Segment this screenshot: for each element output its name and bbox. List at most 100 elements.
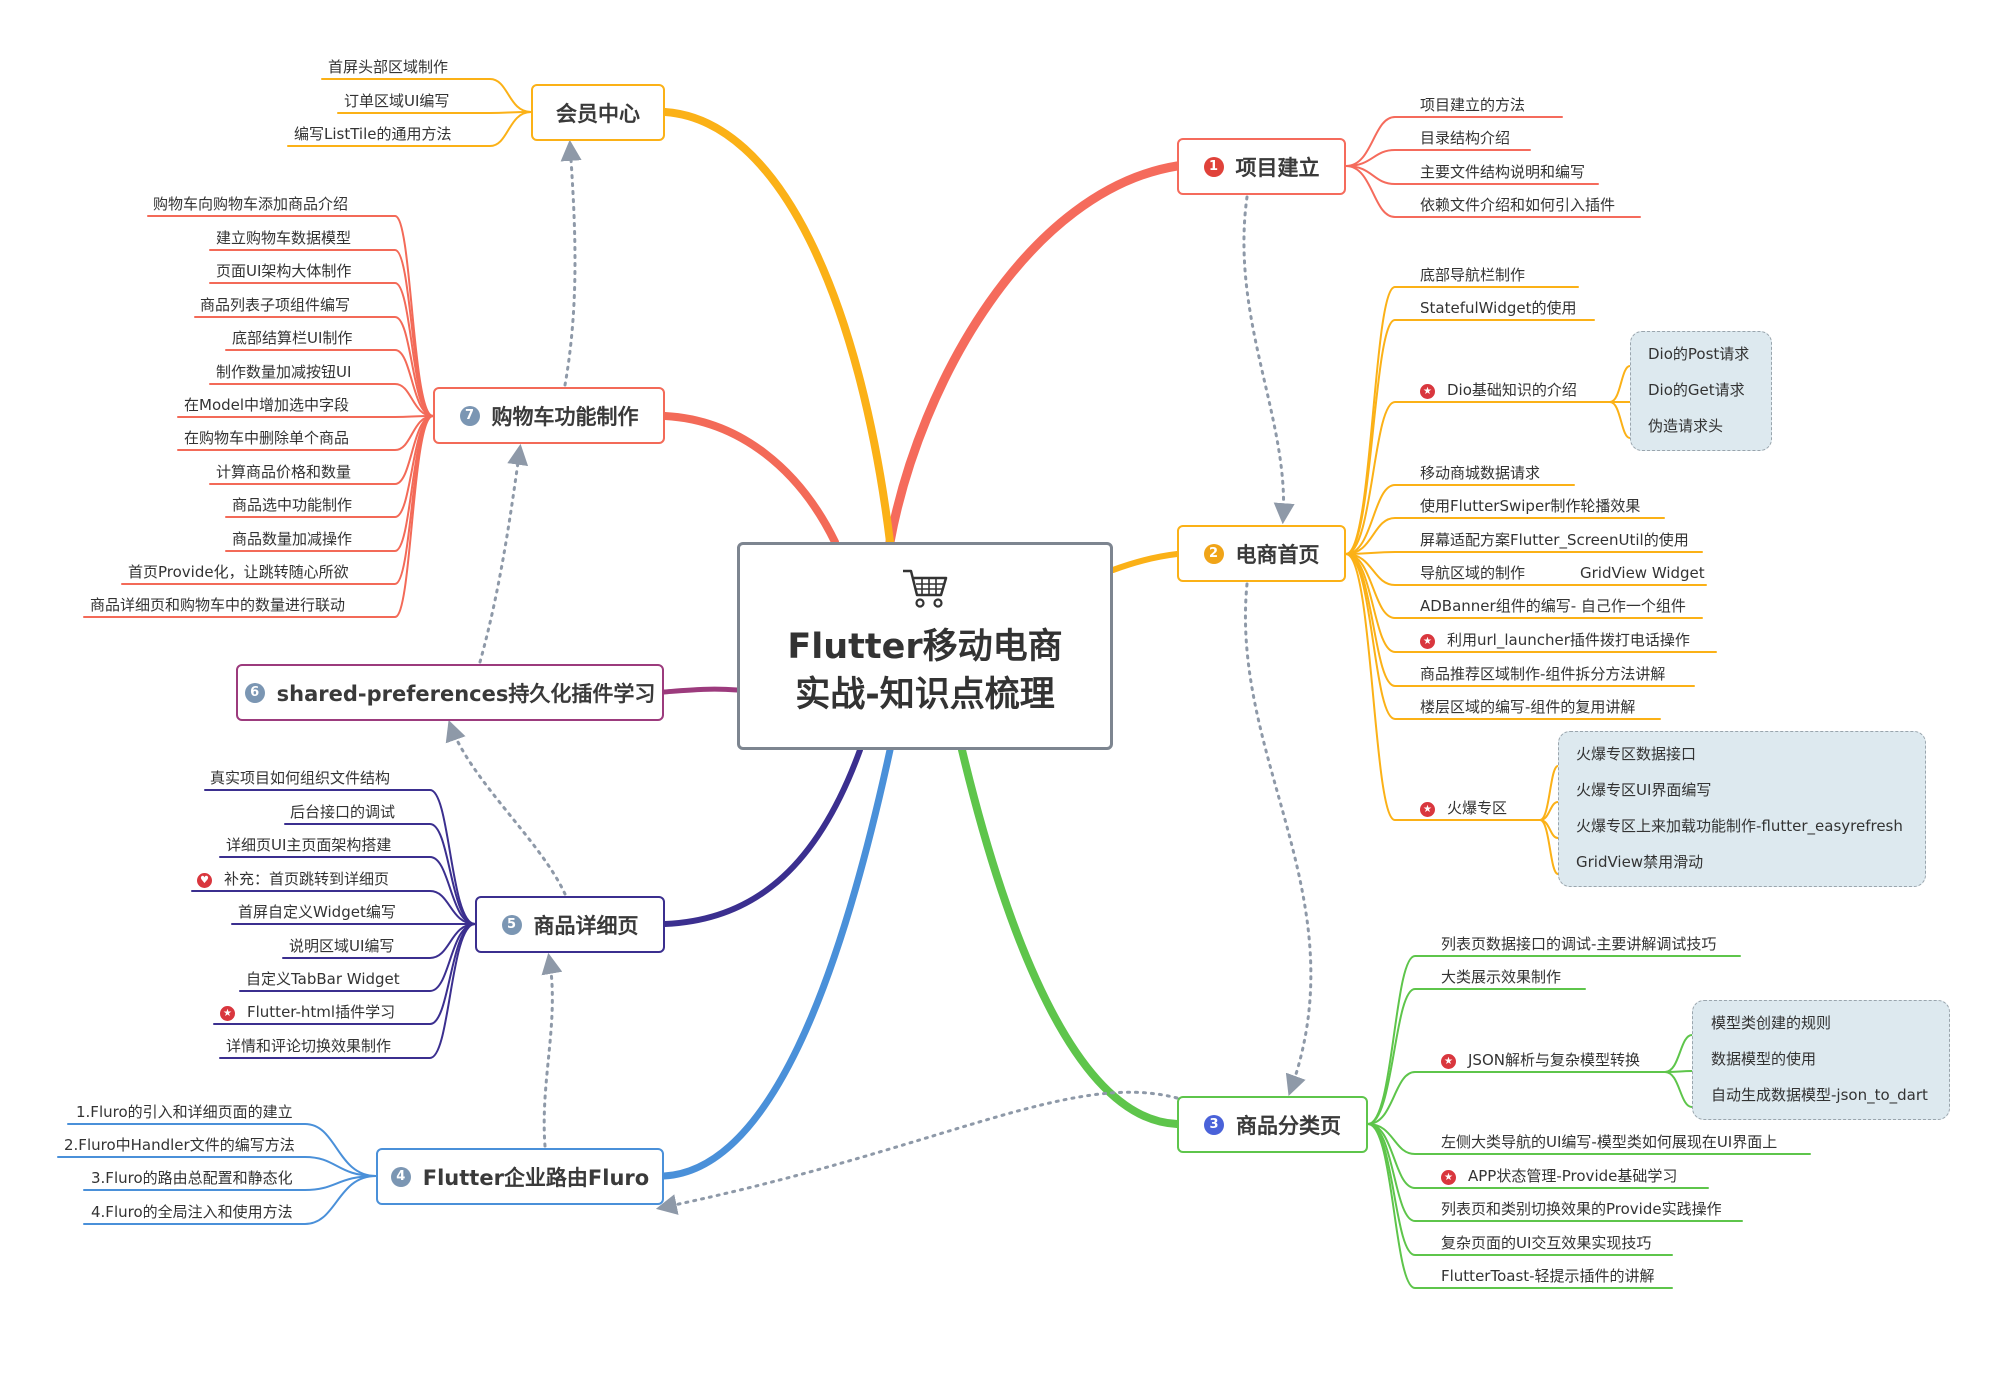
leaf-item-dio[interactable]: ★Dio基础知识的介绍 <box>1420 379 1577 401</box>
leaf-item[interactable]: 商品详细页和购物车中的数量进行联动 <box>90 596 346 614</box>
leaf-item[interactable]: 底部导航栏制作 <box>1420 266 1526 284</box>
leaf-item[interactable]: 大类展示效果制作 <box>1441 968 1562 986</box>
topic-product-detail[interactable]: 5 商品详细页 <box>475 896 665 953</box>
number-badge-3: 3 <box>1204 1114 1224 1135</box>
central-title-line1: Flutter移动电商 <box>787 627 1063 667</box>
leaf-item[interactable]: 说明区域UI编写 <box>289 937 395 955</box>
leaf-item[interactable]: 自动生成数据模型-json_to_dart <box>1711 1086 1928 1104</box>
leaf-item[interactable]: GridView禁用滑动 <box>1576 853 1704 871</box>
leaf-connector <box>1664 1071 1943 1108</box>
topic-shopping-cart[interactable]: 7 购物车功能制作 <box>433 387 665 444</box>
leaf-item[interactable]: FlutterToast-轻提示插件的讲解 <box>1441 1267 1655 1285</box>
leaf-item[interactable]: 复杂页面的UI交互效果实现技巧 <box>1441 1234 1652 1252</box>
leaf-connector <box>204 789 476 925</box>
leaf-label: APP状态管理-Provide基础学习 <box>1468 1167 1678 1185</box>
leaf-connector <box>284 823 476 925</box>
relation-arrow <box>541 952 563 1148</box>
branch-line-member-center <box>661 108 894 546</box>
leaf-item[interactable]: 计算商品价格和数量 <box>216 463 352 481</box>
leaf-item[interactable]: 详情和评论切换效果制作 <box>226 1037 392 1055</box>
topic-category-page[interactable]: 3 商品分类页 <box>1177 1096 1368 1153</box>
leaf-item[interactable]: 主要文件结构说明和编写 <box>1420 163 1586 181</box>
topic-member-center[interactable]: 会员中心 <box>531 84 665 141</box>
leaf-item[interactable]: GridView Widget <box>1580 564 1705 582</box>
leaf-item[interactable]: 2.Fluro中Handler文件的编写方法 <box>64 1136 295 1154</box>
leaf-connector <box>1664 1034 1855 1073</box>
leaf-item[interactable]: 在购物车中删除单个商品 <box>184 429 350 447</box>
leaf-connector <box>83 1175 377 1225</box>
leaf-item[interactable]: 4.Fluro的全局注入和使用方法 <box>91 1203 293 1221</box>
leaf-connector <box>287 111 532 147</box>
leaf-item[interactable]: 列表页和类别切换效果的Provide实践操作 <box>1441 1200 1722 1218</box>
leaf-item[interactable]: StatefulWidget的使用 <box>1420 299 1577 317</box>
leaf-item[interactable]: 商品推荐区域制作-组件拆分方法讲解 <box>1420 665 1666 683</box>
topic-project-setup[interactable]: 1 项目建立 <box>1177 138 1346 195</box>
leaf-connector <box>1345 484 1575 555</box>
leaf-connector <box>219 923 476 1059</box>
star-icon: ★ <box>1441 1170 1456 1185</box>
topic-label: 商品分类页 <box>1236 1113 1341 1138</box>
leaf-item[interactable]: 自定义TabBar Widget <box>246 970 400 988</box>
leaf-item[interactable]: 首屏自定义Widget编写 <box>238 903 396 921</box>
leaf-item-flutter-html[interactable]: ★Flutter-html插件学习 <box>220 1001 395 1023</box>
leaf-item[interactable]: 左侧大类导航的UI编写-模型类如何展现在UI界面上 <box>1441 1133 1778 1151</box>
branch-line-topic5 <box>662 747 863 927</box>
leaf-item[interactable]: 移动商城数据请求 <box>1420 464 1541 482</box>
leaf-item-url-launcher[interactable]: ★利用url_launcher插件拨打电话操作 <box>1420 629 1690 651</box>
branch-line-topic6 <box>661 686 740 695</box>
leaf-item[interactable]: 在Model中增加选中字段 <box>184 396 350 414</box>
leaf-item[interactable]: 商品数量加减操作 <box>232 530 353 548</box>
leaf-item[interactable]: 购物车向购物车添加商品介绍 <box>153 195 349 213</box>
leaf-item[interactable]: 真实项目如何组织文件结构 <box>210 769 391 787</box>
leaf-item[interactable]: 使用FlutterSwiper制作轮播效果 <box>1420 497 1641 515</box>
topic-fluro-router[interactable]: 4 Flutter企业路由Fluro <box>376 1148 664 1205</box>
leaf-item[interactable]: 火爆专区数据接口 <box>1576 745 1697 763</box>
leaf-item[interactable]: 数据模型的使用 <box>1711 1050 1817 1068</box>
leaf-item[interactable]: 导航区域的制作 <box>1420 564 1526 582</box>
leaf-item[interactable]: 火爆专区上来加载功能制作-flutter_easyrefresh <box>1576 817 1903 835</box>
topic-label: 商品详细页 <box>533 913 639 938</box>
leaf-item[interactable]: Dio的Get请求 <box>1648 381 1745 399</box>
leaf-item[interactable]: 1.Fluro的引入和详细页面的建立 <box>76 1103 293 1121</box>
leaf-item[interactable]: 依赖文件介绍和如何引入插件 <box>1420 196 1616 214</box>
leaf-connector <box>1345 517 1665 555</box>
leaf-item[interactable]: 订单区域UI编写 <box>344 92 450 110</box>
number-badge-7: 7 <box>459 405 480 426</box>
leaf-item-supplement[interactable]: ♥补充：首页跳转到详细页 <box>197 868 389 890</box>
leaf-item[interactable]: 底部结算栏UI制作 <box>232 329 353 347</box>
leaf-item-provide[interactable]: ★ APP状态管理-Provide基础学习 <box>1441 1165 1677 1187</box>
topic-label: 项目建立 <box>1235 155 1320 180</box>
leaf-item[interactable]: 编写ListTile的通用方法 <box>294 125 452 143</box>
leaf-item[interactable]: ADBanner组件的编写- 自己作一个组件 <box>1420 597 1686 615</box>
topic-label: 电商首页 <box>1235 542 1320 567</box>
leaf-connector <box>83 1175 377 1191</box>
leaf-item[interactable]: 3.Fluro的路由总配置和静态化 <box>91 1169 293 1187</box>
leaf-item[interactable]: 商品列表子项组件编写 <box>200 296 351 314</box>
leaf-item[interactable]: 列表页数据接口的调试-主要讲解调试技巧 <box>1441 935 1717 953</box>
leaf-item[interactable]: 火爆专区UI界面编写 <box>1576 781 1712 799</box>
leaf-connector <box>191 890 476 925</box>
leaf-item[interactable]: 后台接口的调试 <box>290 803 396 821</box>
leaf-item[interactable]: Dio的Post请求 <box>1648 345 1750 363</box>
topic-home-page[interactable]: 2 电商首页 <box>1177 525 1346 582</box>
leaf-item[interactable]: 目录结构介绍 <box>1420 129 1511 147</box>
leaf-item[interactable]: 页面UI架构大体制作 <box>216 262 352 280</box>
leaf-item-json[interactable]: ★JSON解析与复杂模型转换 <box>1441 1049 1640 1071</box>
leaf-item[interactable]: 制作数量加减按钮UI <box>216 363 352 381</box>
leaf-item[interactable]: 模型类创建的规则 <box>1711 1014 1832 1032</box>
topic-shared-preferences[interactable]: 6 shared-preferences持久化插件学习 <box>236 664 664 721</box>
json-subtopic-group <box>1692 1000 1950 1120</box>
leaf-item[interactable]: 详细页UI主页面架构搭建 <box>226 836 392 854</box>
leaf-item[interactable]: 项目建立的方法 <box>1420 96 1526 114</box>
central-topic[interactable]: Flutter移动电商 实战-知识点梳理 <box>737 542 1113 750</box>
leaf-item[interactable]: 首页Provide化，让跳转随心所欲 <box>128 563 349 581</box>
leaf-item[interactable]: 建立购物车数据模型 <box>216 229 352 247</box>
leaf-item-hot-zone[interactable]: ★火爆专区 <box>1420 797 1507 819</box>
leaf-connector <box>1345 553 1707 586</box>
number-badge-6: 6 <box>244 682 265 703</box>
leaf-item[interactable]: 商品选中功能制作 <box>232 496 353 514</box>
leaf-item[interactable]: 首屏头部区域制作 <box>328 58 449 76</box>
leaf-item[interactable]: 屏幕适配方案Flutter_ScreenUtil的使用 <box>1420 531 1689 549</box>
leaf-item[interactable]: 伪造请求头 <box>1648 417 1724 435</box>
leaf-item[interactable]: 楼层区域的编写-组件的复用讲解 <box>1420 698 1636 716</box>
